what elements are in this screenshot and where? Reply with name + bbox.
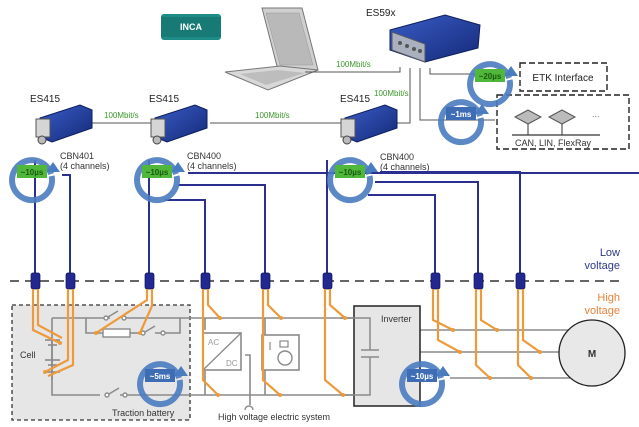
cycle-indicator-cbn400_b: ~10µs xyxy=(327,157,378,204)
rate-es415-3-es59x: 100Mbit/s xyxy=(374,89,409,98)
cbn401-channels: (4 channels) xyxy=(60,161,110,171)
es59x-label: ES59x xyxy=(366,8,395,19)
link-laptop-es59x xyxy=(305,67,401,73)
cycle-arrowhead-icon xyxy=(46,162,60,172)
es59x-device xyxy=(389,14,481,63)
cycle-arrowhead-icon xyxy=(504,66,518,76)
cycle-badge xyxy=(407,369,437,382)
cycle-time-label: ~10µs xyxy=(411,372,434,381)
capacitor-icon xyxy=(340,317,379,396)
bus-label: CAN, LIN, FlexRay xyxy=(515,138,592,148)
cable-connectors xyxy=(30,272,526,290)
es415-label-2: ES415 xyxy=(149,94,179,105)
cycle-time-label: ~20µs xyxy=(479,72,502,81)
bus-node-icon xyxy=(513,109,543,135)
cycle-badge xyxy=(335,165,365,178)
rate-es415-1-2: 100Mbit/s xyxy=(104,111,139,120)
cycle-badge xyxy=(145,369,175,382)
cycle-indicator-cbn401: ~10µs xyxy=(9,157,60,204)
cycle-indicator-inverter: ~10µs xyxy=(399,361,450,408)
cycle-arrow-icon xyxy=(9,157,56,204)
cbn401-label: CBN401 xyxy=(60,151,94,161)
cycle-arrow-icon xyxy=(134,157,181,204)
sensor-cables xyxy=(34,160,639,275)
link-es415-3-es59x xyxy=(395,68,411,124)
es415-device-2 xyxy=(150,104,208,145)
cbn400-channels-b: (4 channels) xyxy=(380,162,430,172)
bus-more-label: ... xyxy=(592,109,600,119)
acdc-converter xyxy=(202,332,242,371)
traction-battery-label: Traction battery xyxy=(112,408,175,418)
inverter-box xyxy=(353,305,421,407)
hv-sensor-leads xyxy=(31,289,541,396)
cycle-arrow-icon xyxy=(438,99,485,146)
cycle-arrowhead-icon xyxy=(364,162,378,172)
cycle-badge xyxy=(17,165,47,178)
bus-node-icon xyxy=(547,109,577,135)
cycle-indicator-cbn400_a: ~10µs xyxy=(134,157,185,204)
cell-label: Cell xyxy=(20,350,36,360)
cycle-time-label: ~5ms xyxy=(150,372,171,381)
cycle-badge xyxy=(475,69,505,82)
inca-software-badge: INCA xyxy=(161,14,221,40)
cycle-indicator-bus: ~1ms xyxy=(438,99,489,146)
cycle-arrow-icon xyxy=(137,361,184,408)
cycle-time-label: ~10µs xyxy=(21,168,44,177)
motor-icon xyxy=(558,319,626,387)
es415-label-3: ES415 xyxy=(340,94,370,105)
low-voltage-label-1: Low xyxy=(600,247,620,259)
cycle-arrowhead-icon xyxy=(174,366,188,376)
cycle-badge xyxy=(142,165,172,178)
resistor-icon xyxy=(102,328,131,338)
hv-system-label: High voltage electric system xyxy=(218,412,330,422)
acdc-ac-label: AC xyxy=(208,338,219,347)
cbn400-channels-a: (4 channels) xyxy=(187,161,237,171)
es415-device-3 xyxy=(340,104,398,145)
cycle-arrow-icon xyxy=(327,157,374,204)
cycle-time-label: ~1ms xyxy=(451,110,472,119)
cbn400-label-b: CBN400 xyxy=(380,152,414,162)
low-voltage-label-2: voltage xyxy=(585,260,620,272)
cbn400-label-a: CBN400 xyxy=(187,151,221,161)
cycle-arrow-icon xyxy=(399,361,446,408)
inca-label: INCA xyxy=(180,22,202,32)
lead-contact-points xyxy=(43,316,542,397)
cycle-badge xyxy=(446,107,476,120)
high-voltage-label-1: High xyxy=(597,292,620,304)
cycle-time-label: ~10µs xyxy=(146,168,169,177)
laptop-icon xyxy=(224,7,319,91)
cycle-indicators: ~20µs ~1ms ~10µs ~10µs ~10µs ~5ms ~10µs xyxy=(9,61,518,408)
cycle-indicator-etk: ~20µs xyxy=(467,61,518,108)
etk-interface-label: ETK Interface xyxy=(532,73,594,84)
motor-label: M xyxy=(588,349,596,360)
cycle-arrowhead-icon xyxy=(171,162,185,172)
acdc-dc-label: DC xyxy=(226,359,238,368)
etk-interface-box xyxy=(519,62,608,92)
cycle-indicator-battery: ~5ms xyxy=(137,361,188,408)
cycle-time-label: ~10µs xyxy=(339,168,362,177)
hv-system-connector xyxy=(244,405,254,411)
cycle-arrow-icon xyxy=(467,61,514,108)
cycle-arrowhead-icon xyxy=(475,104,489,114)
compressor-icon xyxy=(261,334,300,371)
rate-laptop-es59x: 100Mbit/s xyxy=(336,60,371,69)
cycle-arrowhead-icon xyxy=(436,366,450,376)
high-voltage-label-2: voltage xyxy=(585,305,620,317)
es415-device-1 xyxy=(35,104,93,145)
switch-icons xyxy=(103,310,166,398)
inverter-label: Inverter xyxy=(381,314,412,324)
es415-label-1: ES415 xyxy=(30,94,60,105)
rate-es415-2-3: 100Mbit/s xyxy=(255,111,290,120)
